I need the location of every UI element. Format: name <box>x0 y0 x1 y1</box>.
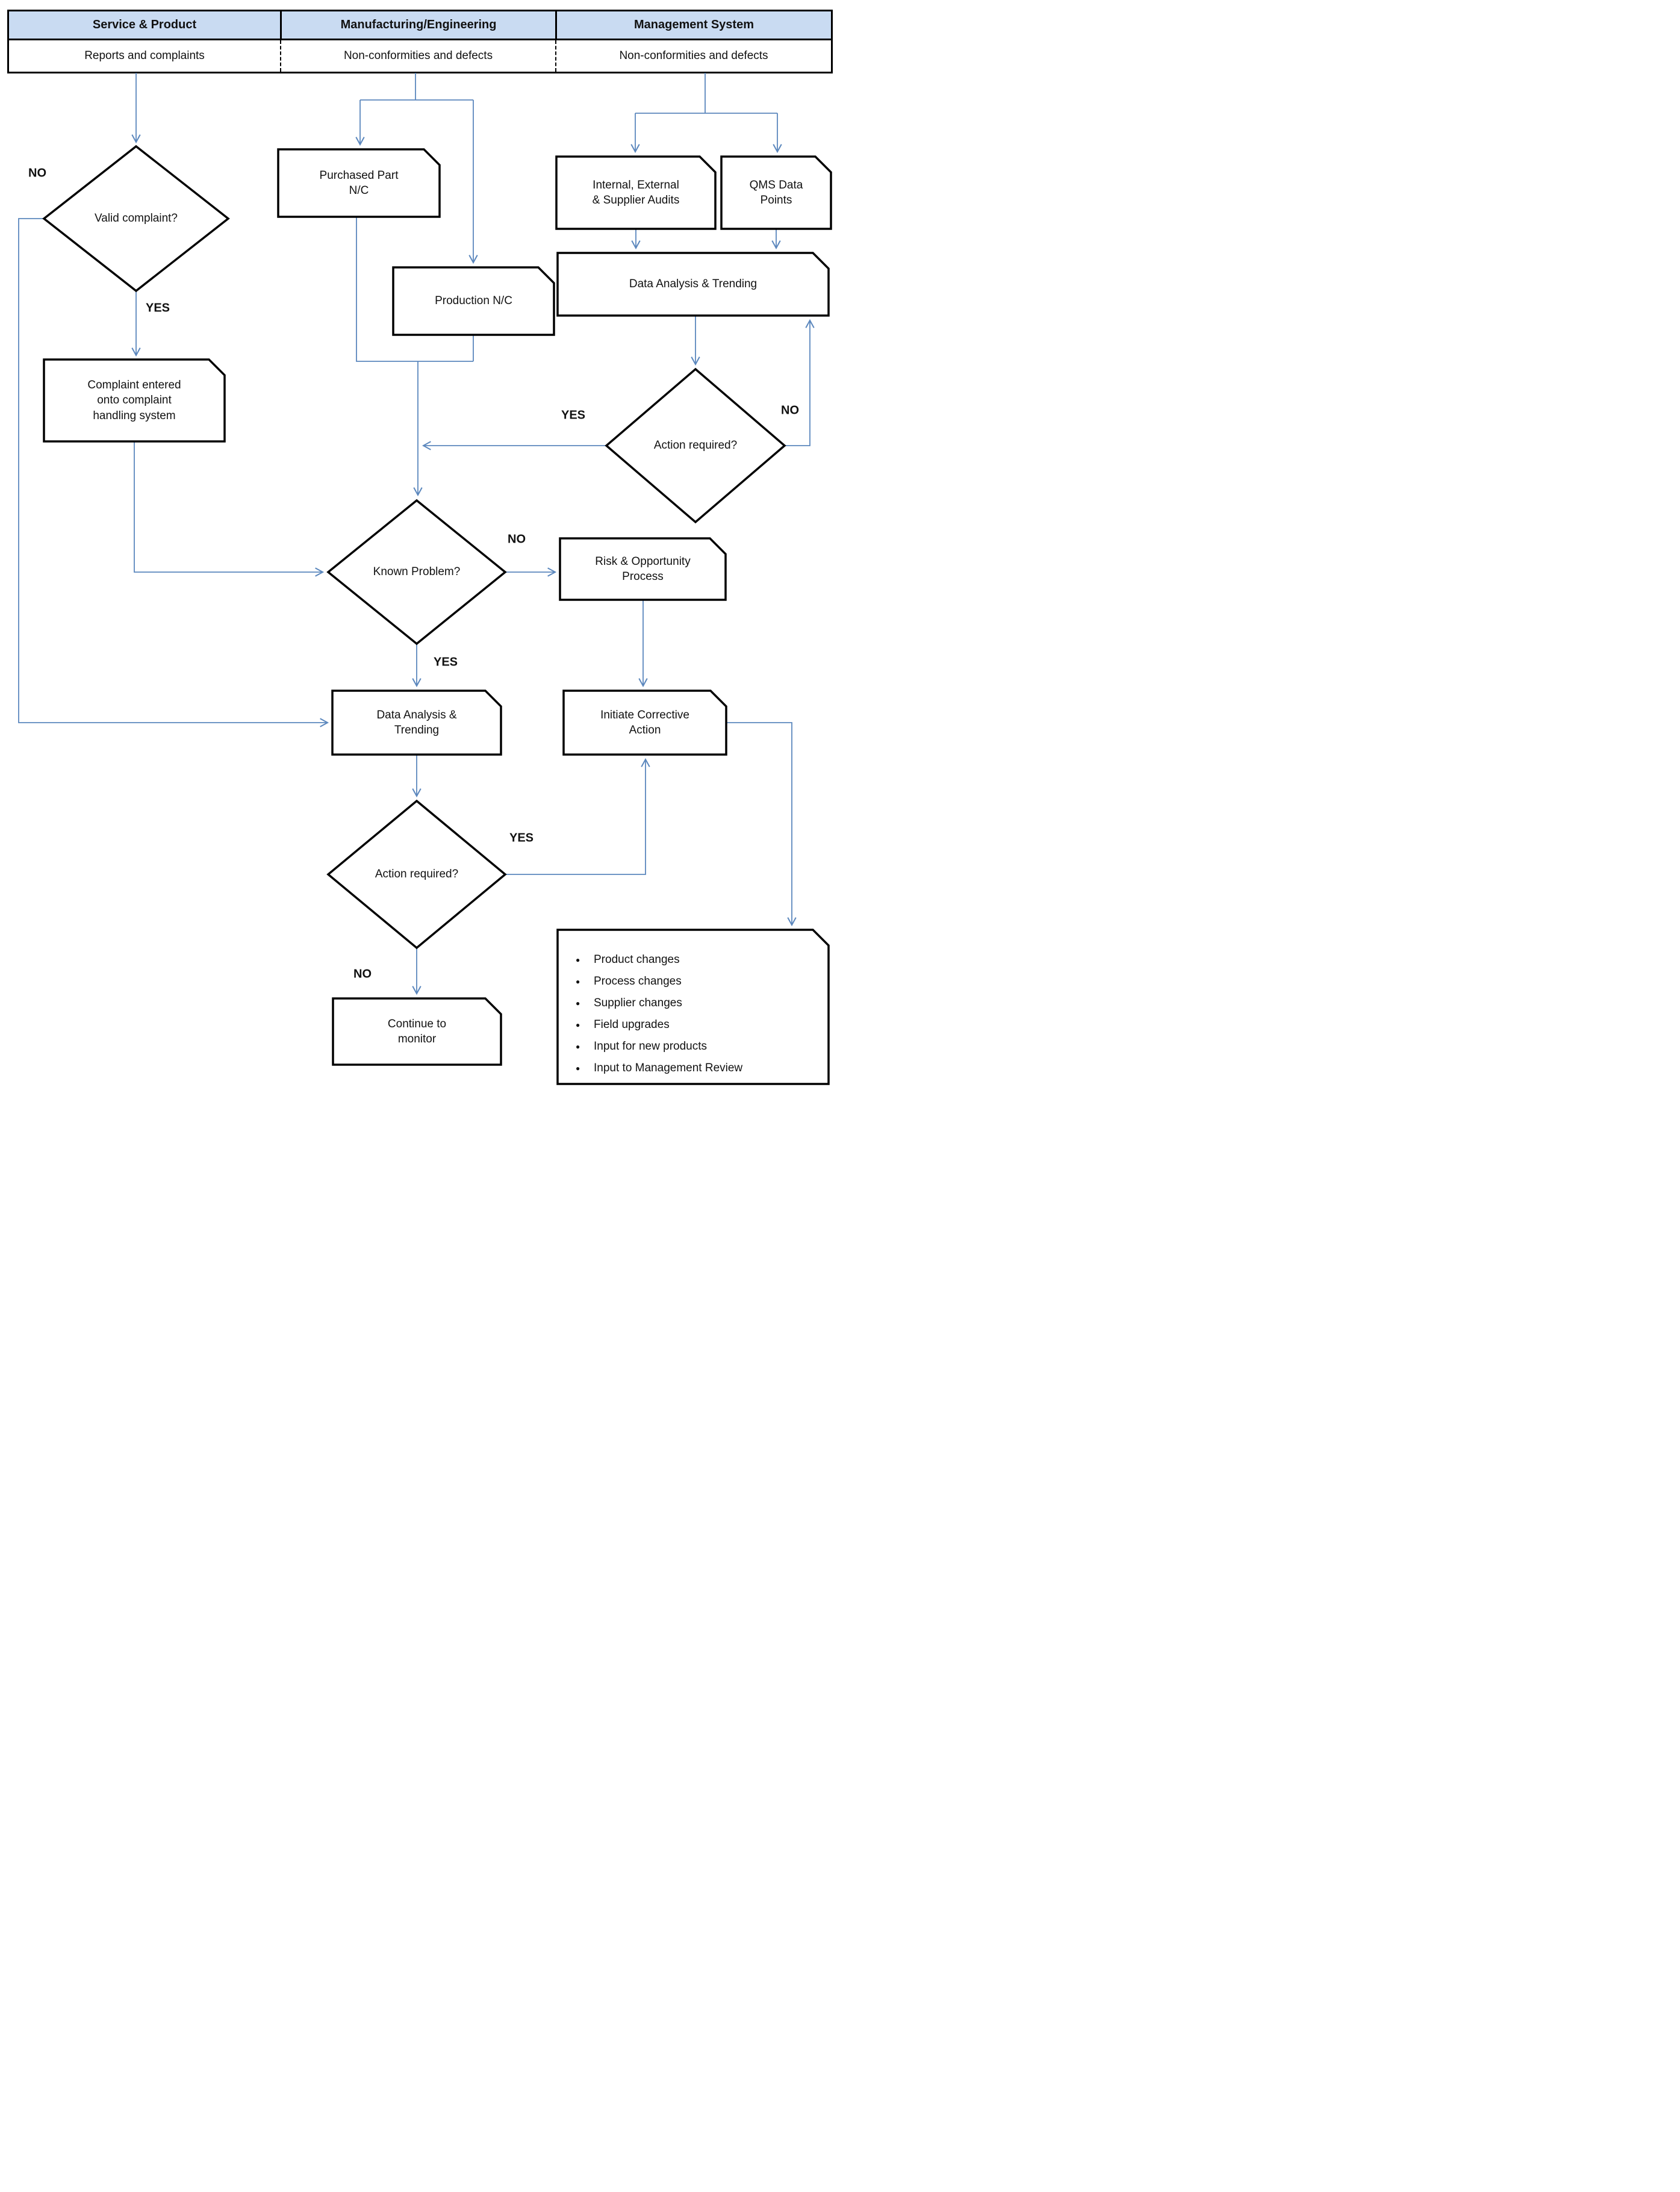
list-item: ● Process changes <box>576 971 821 992</box>
lane-input-service-product: Reports and complaints <box>9 40 281 72</box>
branch-label-valid-no: NO <box>28 166 46 180</box>
continue-monitor-box <box>332 997 502 1066</box>
list-item: ● Input to Management Review <box>576 1057 821 1079</box>
initiate-corrective-label: Initiate Corrective Action <box>600 708 689 736</box>
output-item-label: Field upgrades <box>594 1018 670 1031</box>
branch-label-known-no: NO <box>508 532 526 546</box>
action-required-right-diamond <box>605 367 786 524</box>
lane-title-service-product: Service & Product <box>92 18 197 31</box>
valid-complaint-label: Valid complaint? <box>94 212 178 225</box>
action-required-bottom-label: Action required? <box>375 868 459 881</box>
data-analysis-mid-box <box>331 690 502 756</box>
list-item: ● Supplier changes <box>576 992 821 1014</box>
bullet-icon: ● <box>576 977 580 986</box>
data-analysis-right-box <box>556 252 830 317</box>
output-item-label: Process changes <box>594 975 682 988</box>
branch-label-valid-yes: YES <box>145 301 170 315</box>
list-item: ● Field upgrades <box>576 1014 821 1036</box>
outputs-list: ● Product changes ● Process changes ● Suppl… <box>576 949 821 1079</box>
production-nc-label: Production N/C <box>435 294 512 308</box>
qms-data-points-label: QMS Data Points <box>749 178 803 207</box>
purchased-part-label: Purchased Part N/C <box>319 169 399 197</box>
connector-action-right-no-loop <box>785 319 815 446</box>
branch-label-action-right-yes: YES <box>561 408 586 422</box>
connector-purchased-merge <box>356 217 473 362</box>
bullet-icon: ● <box>576 1064 580 1073</box>
connector-valid-no-loop <box>18 218 329 727</box>
initiate-corrective-box <box>562 690 727 756</box>
known-problem-diamond <box>326 499 507 646</box>
bullet-icon: ● <box>576 956 580 964</box>
output-item-label: Input to Management Review <box>594 1062 743 1074</box>
data-analysis-mid-label: Data Analysis & Trending <box>376 708 457 736</box>
branch-label-action-right-no: NO <box>781 403 799 417</box>
internal-audits-label: Internal, External & Supplier Audits <box>592 178 680 207</box>
risk-opportunity-box <box>559 537 727 601</box>
production-nc-box <box>392 266 555 336</box>
output-item-label: Supplier changes <box>594 997 682 1009</box>
lane-input-manufacturing: Non-conformities and defects <box>280 40 556 72</box>
action-required-right-label: Action required? <box>653 439 738 452</box>
bullet-icon: ● <box>576 1042 580 1051</box>
swimlane-header: Service & Product Manufacturing/Engineer… <box>7 10 833 73</box>
continue-monitor-label: Continue to monitor <box>387 1017 447 1045</box>
purchased-part-box <box>277 148 441 218</box>
complaint-entered-label: Complaint entered onto complaint handlin… <box>87 379 181 422</box>
known-problem-label: Known Problem? <box>373 565 461 579</box>
header-title-row: Service & Product Manufacturing/Engineer… <box>9 11 831 40</box>
list-item: ● Input for new products <box>576 1036 821 1057</box>
lane-input-management: Non-conformities and defects <box>555 40 831 72</box>
internal-audits-box <box>555 155 717 230</box>
action-required-bottom-diamond <box>326 799 507 950</box>
list-item: ● Product changes <box>576 949 821 971</box>
branch-label-action-bottom-no: NO <box>353 967 372 981</box>
connector-initiate-to-outputs <box>726 722 797 927</box>
lane-title-management: Management System <box>555 11 831 39</box>
bullet-icon: ● <box>576 999 580 1007</box>
complaint-entered-box <box>43 358 226 443</box>
output-item-label: Input for new products <box>594 1040 707 1053</box>
connector-action-bottom-yes <box>505 758 650 875</box>
qms-data-points-box <box>720 155 832 230</box>
branch-label-known-yes: YES <box>433 655 458 669</box>
connector-complaint-to-known <box>134 441 325 577</box>
risk-opportunity-label: Risk & Opportunity Process <box>595 555 691 583</box>
bullet-icon: ● <box>576 1021 580 1029</box>
valid-complaint-diamond <box>42 145 230 293</box>
flowchart-page: Service & Product Manufacturing/Engineer… <box>0 0 840 1096</box>
flowchart-drawing <box>18 73 832 1085</box>
lane-title-manufacturing: Manufacturing/Engineering <box>280 11 555 39</box>
branch-label-action-bottom-yes: YES <box>509 831 534 845</box>
output-item-label: Product changes <box>594 953 680 966</box>
header-subtitle-row: Reports and complaints Non-conformities … <box>9 40 831 72</box>
data-analysis-right-label: Data Analysis & Trending <box>629 278 758 291</box>
outputs-box <box>556 929 830 1085</box>
